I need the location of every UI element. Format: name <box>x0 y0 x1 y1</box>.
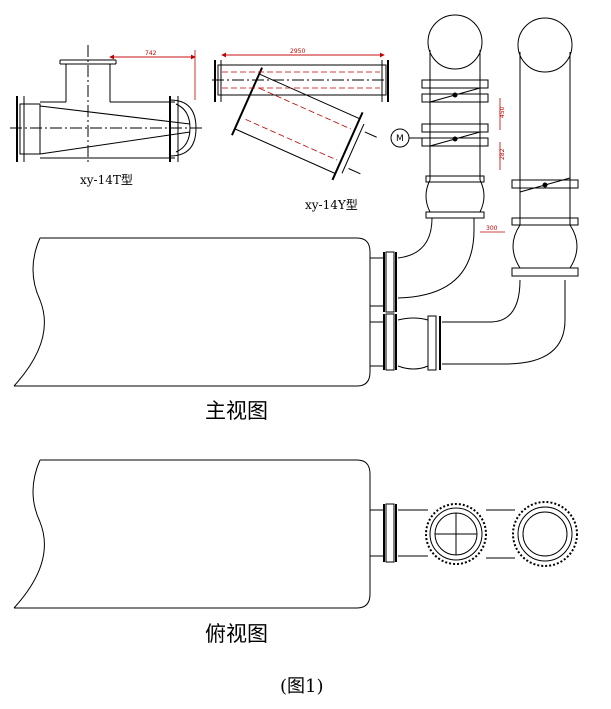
y-type-dashed-internals <box>222 71 380 161</box>
top-view-title: 俯视图 <box>205 622 268 646</box>
t-type-label: xy-14T型 <box>80 173 133 187</box>
y-type-filter-detail <box>212 60 392 181</box>
spacing-upper-dimension: 450 <box>499 106 506 118</box>
t-type-dimension <box>109 50 196 100</box>
y-type-label: xy-14Y型 <box>305 198 358 212</box>
motor-label: M <box>396 134 404 144</box>
y-width-dimension: 2950 <box>290 48 305 55</box>
offset-dimension: 300 <box>486 225 498 232</box>
vertical-pipes <box>390 14 579 277</box>
top-view-drawing <box>13 459 578 609</box>
t-width-dimension: 742 <box>145 50 157 57</box>
main-view-title: 主视图 <box>205 399 268 423</box>
t-type-filter-detail <box>10 45 205 165</box>
pipe-dimensions <box>480 98 505 233</box>
figure-caption: (图1) <box>280 676 324 697</box>
main-view-drawing <box>13 217 566 387</box>
spacing-lower-dimension: 282 <box>499 148 506 160</box>
